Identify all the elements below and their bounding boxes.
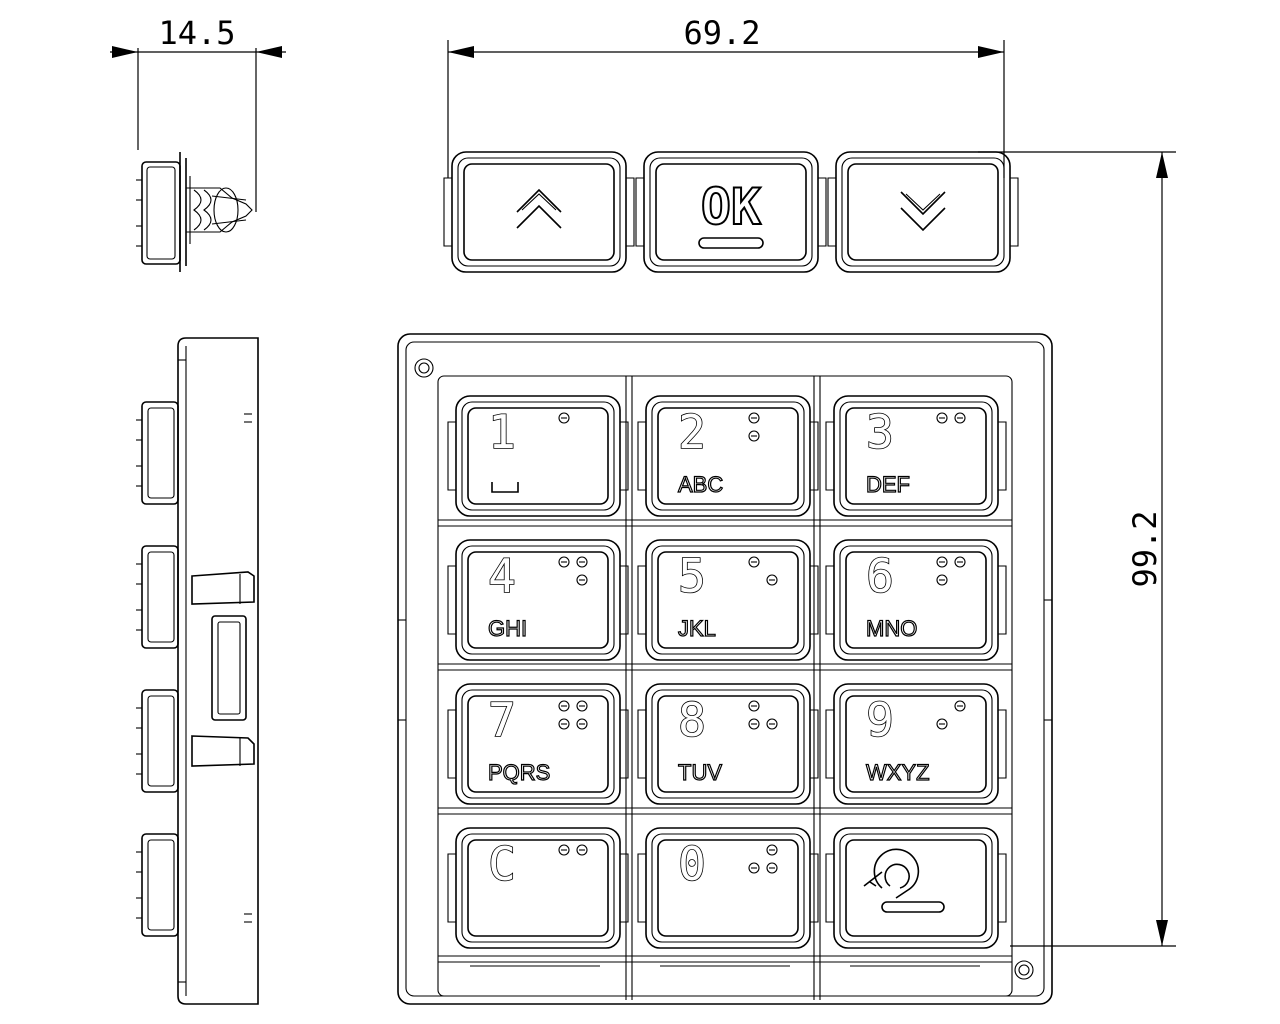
dimension-width: 69.2 xyxy=(447,14,1005,178)
key-number: 5 xyxy=(678,549,706,603)
dimension-height: 99.2 xyxy=(978,151,1176,947)
side-view-key xyxy=(136,152,253,272)
nav-key-ok[interactable]: OK xyxy=(635,151,827,273)
key-number: 4 xyxy=(488,549,516,603)
key-number: 2 xyxy=(678,405,706,459)
nav-key-down[interactable] xyxy=(827,151,1019,273)
key-letters: GHI xyxy=(488,616,527,641)
hearing-loop-bar xyxy=(881,901,945,913)
dimension-depth: 14.5 xyxy=(110,14,286,212)
keypad-key-C[interactable]: C xyxy=(447,827,629,949)
key-letters: ABC xyxy=(678,472,723,497)
key-letters: TUV xyxy=(678,760,722,785)
nav-key-up[interactable] xyxy=(443,151,635,273)
width-label: 69.2 xyxy=(683,14,760,52)
side-view-keypad xyxy=(136,337,259,1005)
key-number: 9 xyxy=(866,693,894,747)
key-number: 6 xyxy=(866,549,894,603)
key-letters: MNO xyxy=(866,616,917,641)
key-letters: PQRS xyxy=(488,760,550,785)
key-number: 7 xyxy=(488,693,516,747)
down-chevron-icon xyxy=(900,191,946,232)
depth-label: 14.5 xyxy=(158,14,235,52)
key-letters: JKL xyxy=(678,616,716,641)
key-letters: DEF xyxy=(866,472,910,497)
keypad-grid xyxy=(437,375,1013,1000)
space-icon xyxy=(491,482,519,493)
keypad-key-hearing-loop[interactable] xyxy=(825,827,1007,949)
key-number: 0 xyxy=(678,837,706,891)
key-number: 1 xyxy=(488,405,516,459)
keypad-key-1[interactable]: 1 xyxy=(447,395,629,517)
ok-underline xyxy=(698,237,764,249)
key-number: 3 xyxy=(866,405,894,459)
key-number: C xyxy=(488,837,516,891)
ok-label: OK xyxy=(701,178,761,236)
navigation-keys: OK xyxy=(443,151,1019,273)
key-letters: WXYZ xyxy=(866,760,930,785)
keypad-key-0[interactable]: 0 xyxy=(637,827,819,949)
hearing-loop-icon xyxy=(863,848,920,899)
height-label: 99.2 xyxy=(1126,510,1164,587)
up-chevron-icon xyxy=(516,188,562,229)
key-number: 8 xyxy=(678,693,706,747)
